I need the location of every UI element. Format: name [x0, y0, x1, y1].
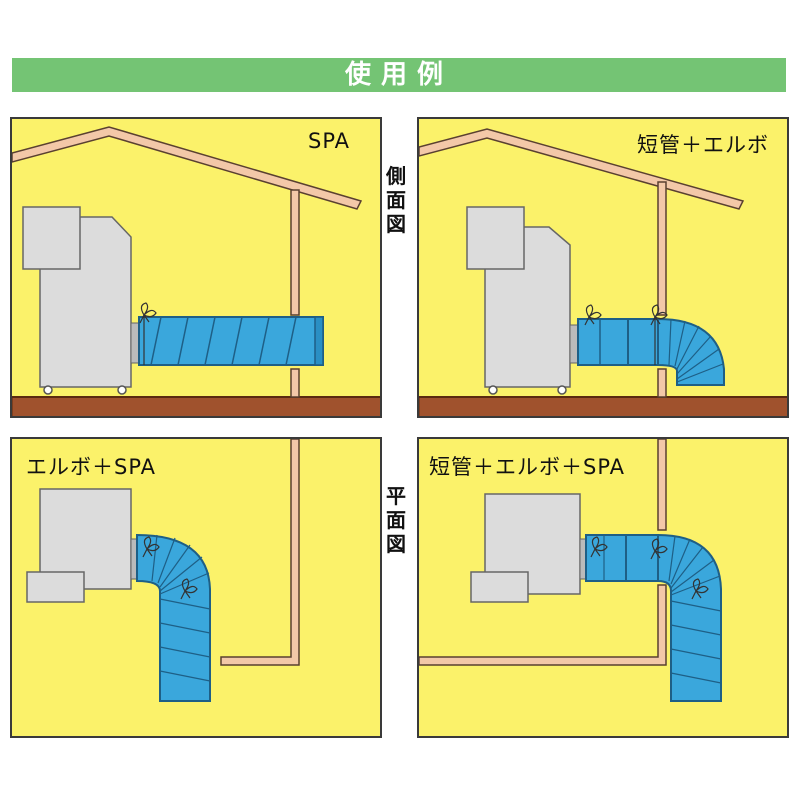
plan-view-char-2: 面 — [386, 508, 406, 532]
machine-top-box — [466, 206, 525, 270]
plan-view-char-1: 平 — [386, 484, 406, 508]
roof — [419, 128, 745, 210]
wall-upper — [290, 189, 300, 316]
wall-lower — [657, 368, 667, 398]
panel-short-pipe-elbow-spa-plan-illustration — [419, 439, 722, 702]
tie-ribbon-icon — [139, 302, 157, 365]
wall-upper — [657, 181, 667, 316]
wall-corner — [220, 439, 300, 666]
short-pipe — [577, 318, 629, 366]
duct-connector — [569, 324, 579, 364]
panel-elbow-spa-plan-illustration — [26, 439, 300, 702]
machine-top-box — [470, 571, 529, 603]
side-view-label: 側 面 図 — [384, 164, 408, 236]
tie-ribbon-icon — [691, 578, 709, 600]
wheel-icon — [117, 385, 127, 395]
panel-spa-side-illustration — [12, 126, 380, 416]
tie-ribbon-icon — [180, 578, 198, 600]
roof — [12, 126, 363, 210]
panel-short-pipe-elbow-side-illustration — [419, 128, 787, 416]
panel-label-spa: SPA — [308, 129, 351, 153]
panel-short-pipe-elbow-side: 短管＋エルボ — [417, 117, 789, 418]
machine-top-box — [26, 571, 85, 603]
elbow-duct — [657, 317, 725, 386]
panel-label-elbow-spa: エルボ＋SPA — [26, 455, 157, 479]
side-view-char-2: 面 — [386, 188, 406, 212]
tie-ribbon-icon — [650, 304, 668, 365]
floor — [419, 396, 787, 416]
tie-ribbon-icon — [584, 304, 602, 326]
floor — [12, 396, 380, 416]
panel-short-pipe-elbow-spa-plan: 短管＋エルボ＋SPA — [417, 437, 789, 738]
panel-label-short-pipe-elbow: 短管＋エルボ — [637, 133, 769, 157]
tie-ribbon-icon — [590, 536, 608, 558]
side-view-char-3: 図 — [386, 212, 406, 236]
wheel-icon — [488, 385, 498, 395]
elbow-spa-duct — [136, 533, 211, 702]
tie-ribbon-icon — [650, 538, 668, 560]
page-title: 使用例 — [344, 60, 453, 90]
duct-end-ring — [314, 316, 324, 366]
wall-corner — [419, 584, 667, 666]
wall-lower — [290, 368, 300, 398]
elbow-straight-section — [627, 318, 659, 366]
title-banner: 使用例 — [12, 58, 786, 92]
plan-view-label: 平 面 図 — [384, 484, 408, 556]
machine-top-box — [22, 206, 81, 270]
panel-elbow-spa-plan: エルボ＋SPA — [10, 437, 382, 738]
plan-view-char-3: 図 — [386, 532, 406, 556]
wheel-icon — [43, 385, 53, 395]
panel-spa-side: SPA — [10, 117, 382, 418]
tie-ribbon-icon — [142, 536, 160, 558]
side-view-char-1: 側 — [386, 164, 406, 188]
duct-connector — [130, 322, 140, 364]
panel-label-short-pipe-elbow-spa: 短管＋エルボ＋SPA — [429, 455, 626, 479]
wheel-icon — [557, 385, 567, 395]
spa-duct — [138, 316, 324, 366]
wall-upper — [657, 439, 667, 531]
